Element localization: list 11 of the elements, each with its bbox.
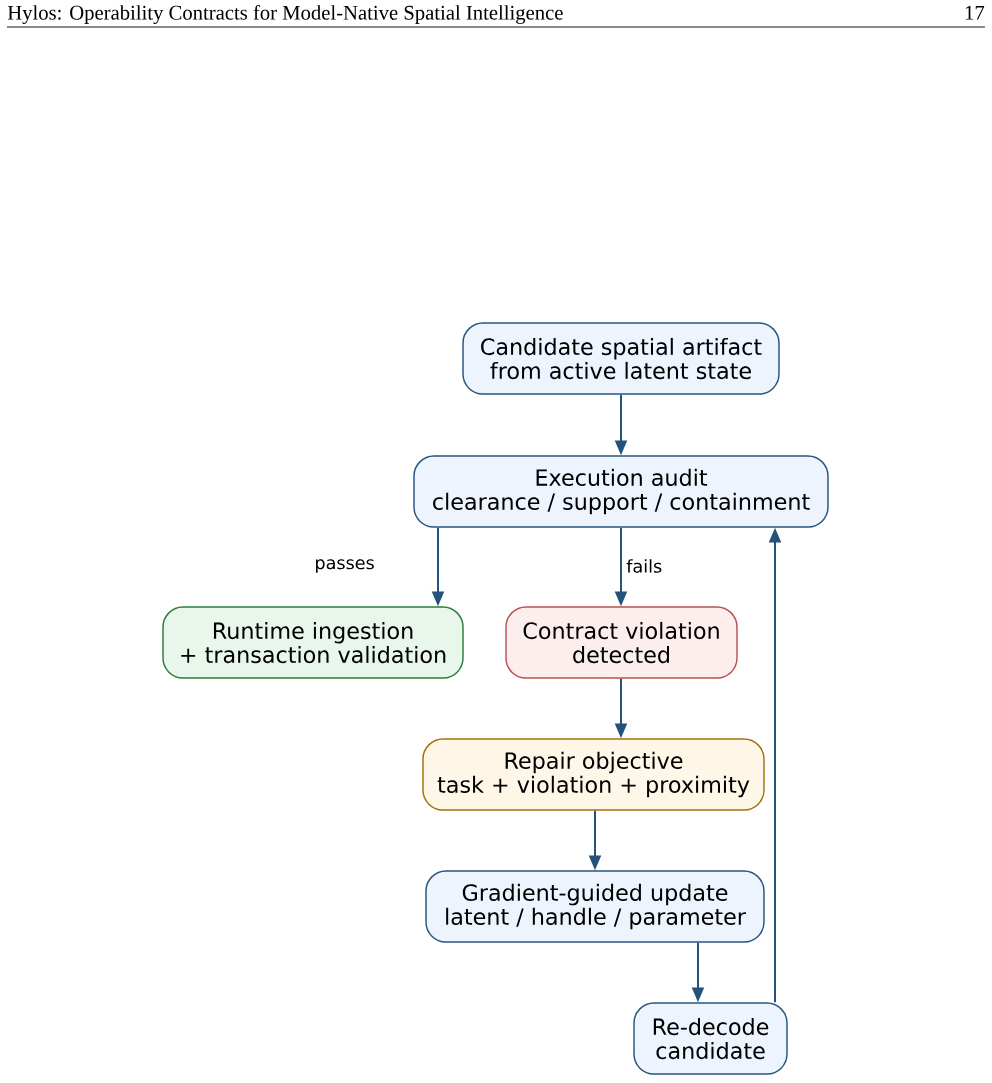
page-number: 17 xyxy=(965,5,985,20)
process-box: Gradient-guided update latent / handle / parameter xyxy=(425,870,765,943)
outcome-box: Runtime ingestion + transaction validation xyxy=(162,606,464,679)
process-box: Execution audit clearance / support / containment xyxy=(413,455,829,528)
process-box: Re-decode candidate xyxy=(633,1002,788,1075)
edge-label: fails xyxy=(624,557,665,575)
violation-box: Contract violation detected xyxy=(505,606,738,679)
running-header: Hylos: Operability Contracts for Model-Native Spatial Intelligence xyxy=(7,4,563,24)
edge-label: passes xyxy=(312,557,377,575)
process-box: Candidate spatial artifact from active latent state xyxy=(462,322,780,395)
objective-box: Repair objective task + violation + proximity xyxy=(422,738,765,811)
